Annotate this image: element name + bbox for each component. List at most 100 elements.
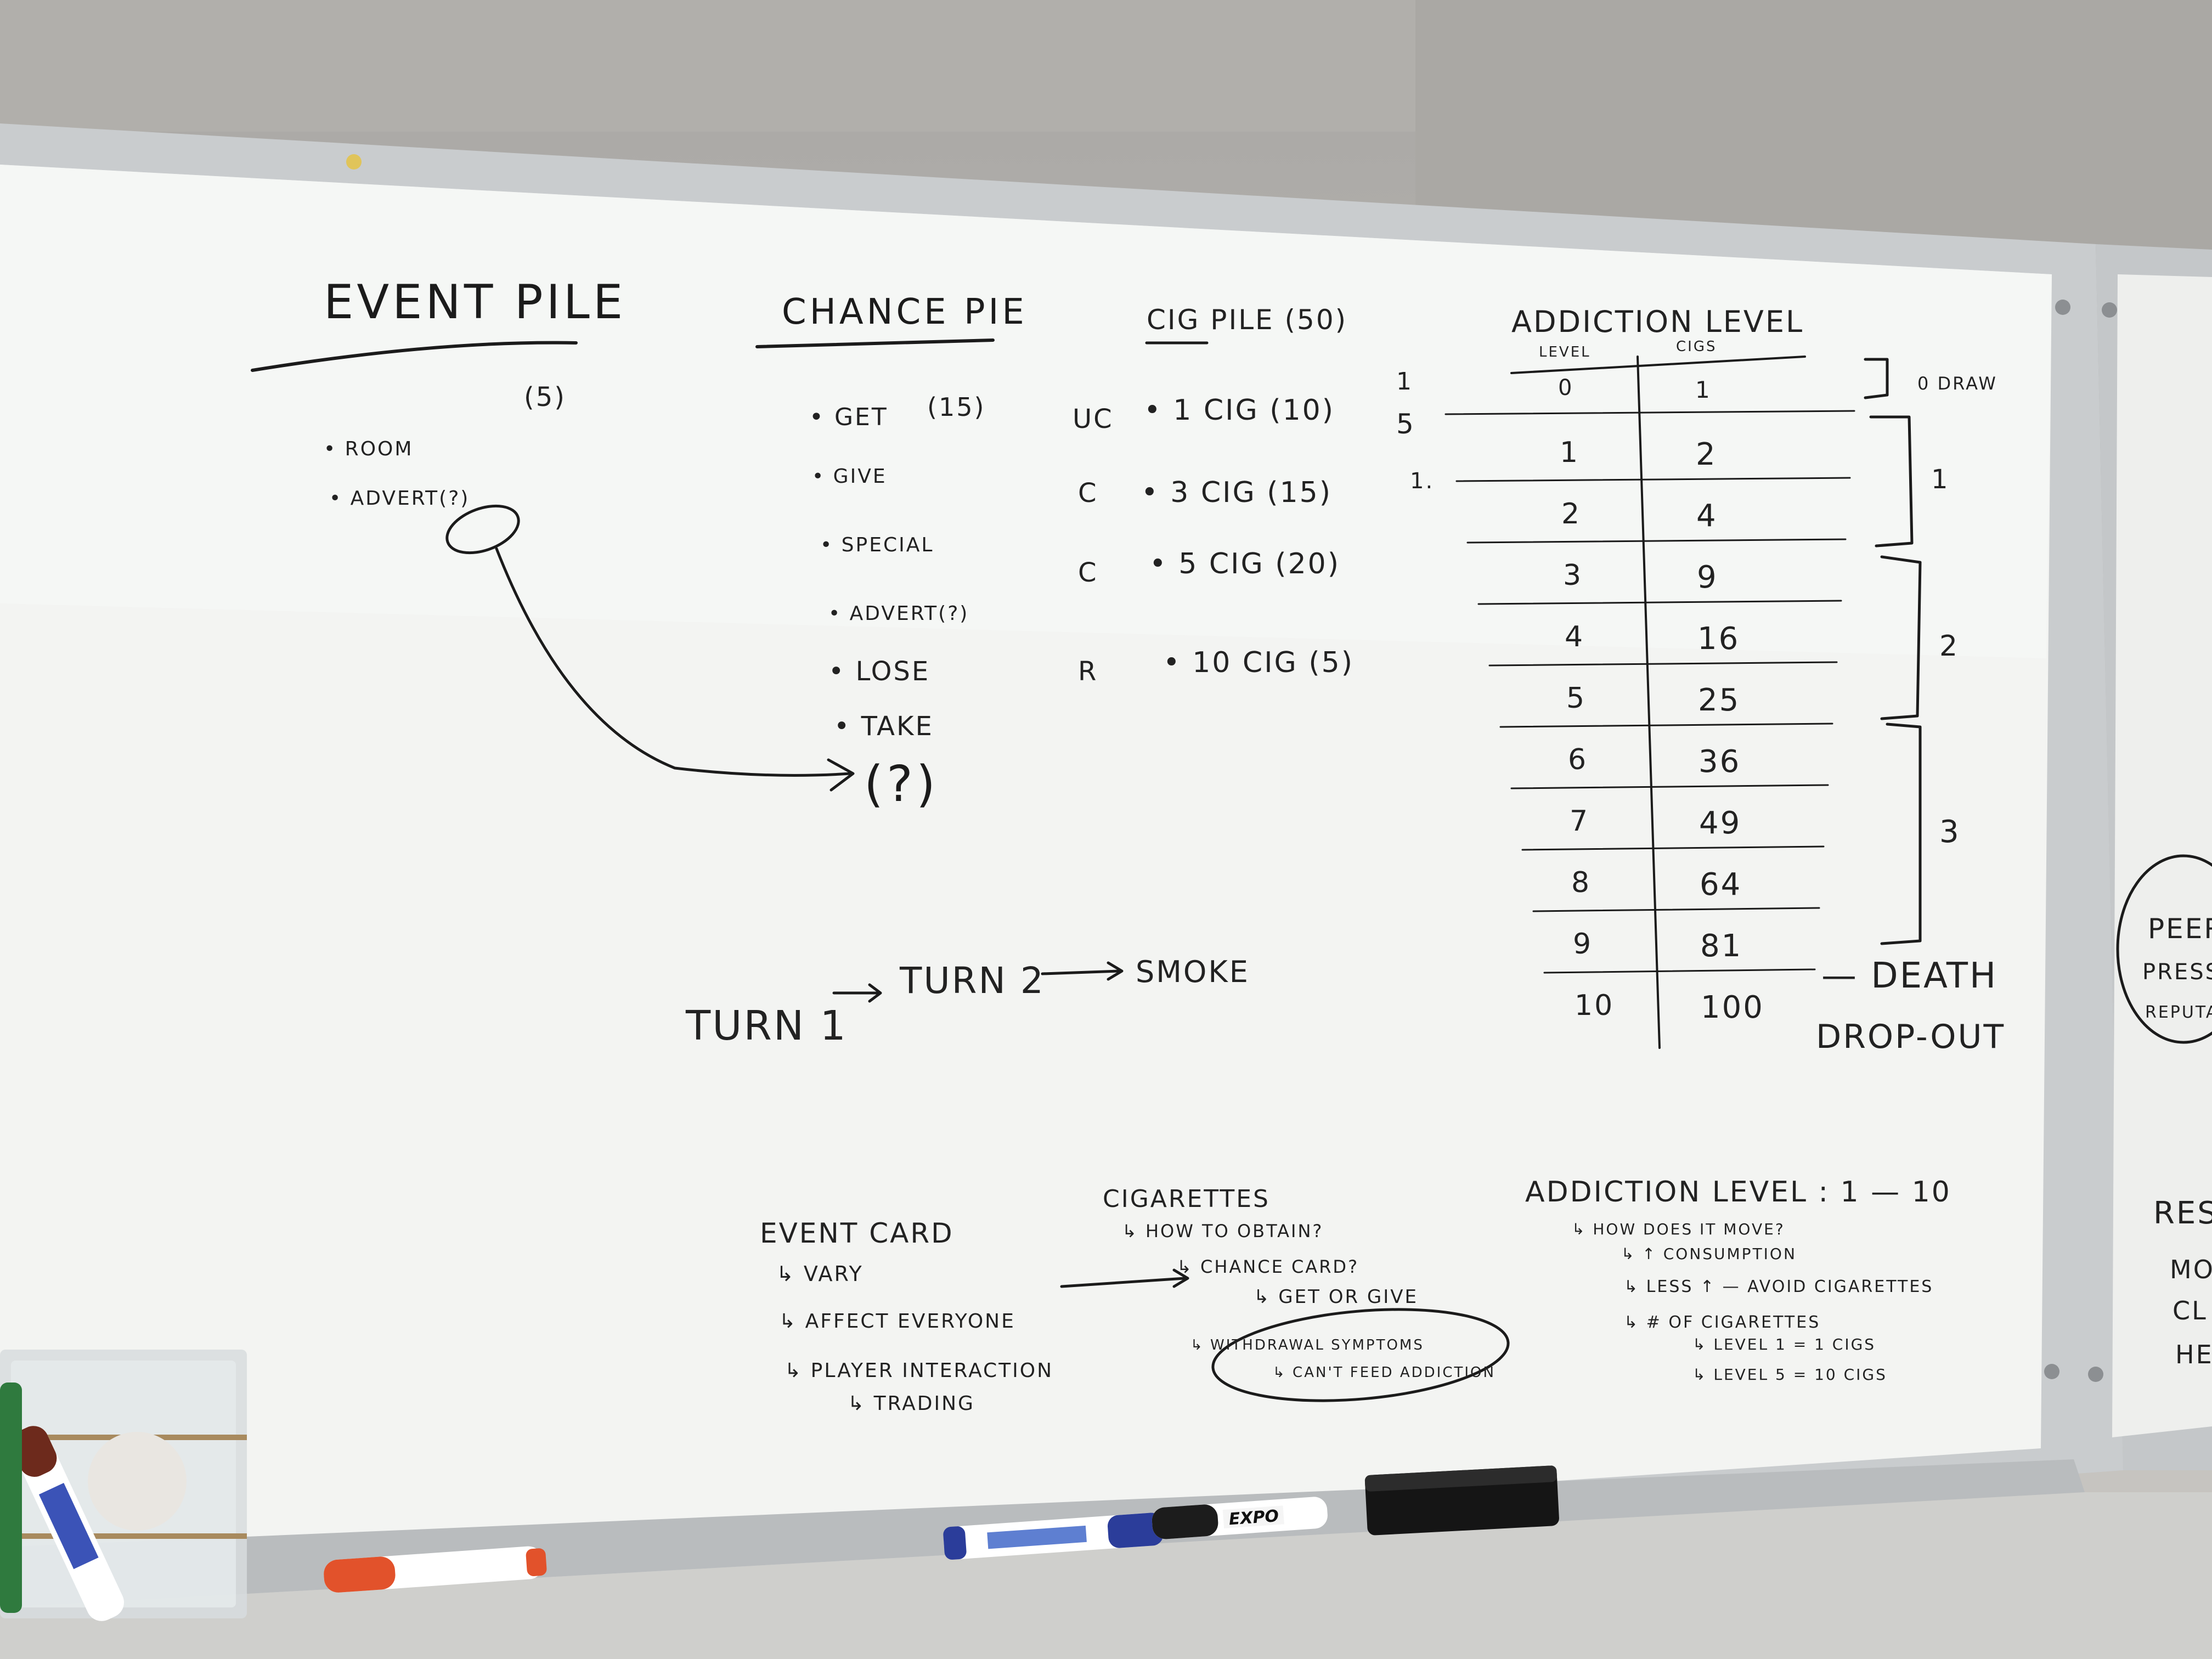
cig-rarity: C (1078, 557, 1098, 588)
cig-row: • 10 CIG (5) (1163, 646, 1354, 679)
marker-green[interactable] (0, 1383, 22, 1613)
bracket-label: 2 (1939, 630, 1959, 663)
right-board-notes: PEER PRESS REPUTA RES MO CL HE (2116, 854, 2212, 1369)
arrow-head (1107, 961, 1124, 981)
chance-pile-item: • ADVERT(?) (828, 602, 969, 625)
frame-screw (2102, 302, 2117, 318)
res-line: RES (2153, 1195, 2212, 1231)
marker-blue[interactable] (943, 1512, 1164, 1560)
eraser[interactable] (1364, 1465, 1559, 1536)
table-cigs-cell: 36 (1699, 744, 1741, 780)
event-pile-count: (5) (524, 382, 566, 413)
cig-margin-mark: 1 (1396, 368, 1413, 396)
event-card-title: EVENT CARD (760, 1217, 954, 1249)
cig-margin-mark: 1. (1410, 469, 1434, 494)
cigarettes-line: ↳ GET OR GIVE (1254, 1286, 1418, 1308)
bracket-2 (1880, 555, 1922, 720)
table-level-cell: 9 (1573, 928, 1593, 961)
event-pile-title: EVENT PILE (324, 275, 626, 330)
peer-circle (2116, 854, 2212, 1044)
table-row-rule (1477, 600, 1842, 605)
addiction-note-line: ↳ LEVEL 1 = 1 CIGS (1692, 1335, 1876, 1353)
chance-pile-item: • SPECIAL (820, 534, 934, 556)
addiction-note-line: ↳ LEVEL 5 = 10 CIGS (1692, 1365, 1887, 1384)
cig-row: • 1 CIG (10) (1144, 394, 1335, 427)
table-cigs-cell: 2 (1696, 437, 1717, 472)
table-row-rule (1444, 410, 1855, 415)
arrow-head (868, 983, 882, 1003)
marker-red[interactable] (323, 1545, 547, 1593)
turn-2-label: TURN 2 (899, 960, 1045, 1002)
fabric-wall-right (1415, 0, 2212, 252)
event-card-notes: EVENT CARD ↳ VARY ↳ AFFECT EVERYONE ↳ PL… (760, 1217, 1189, 1415)
table-cigs-cell: 1 (1695, 376, 1712, 403)
table-header-rule (1510, 356, 1806, 374)
event-card-line: ↳ PLAYER INTERACTION (785, 1359, 1053, 1382)
table-cigs-cell: 81 (1700, 928, 1742, 964)
table-level-cell: 1 (1560, 436, 1579, 469)
cigarettes-line: ↳ WITHDRAWAL SYMPTOMS (1190, 1337, 1424, 1353)
cigarettes-line: ↳ CAN'T FEED ADDICTION (1273, 1364, 1496, 1381)
addiction-col-cigs: CIGS (1676, 338, 1717, 355)
cig-margin-mark: 5 (1396, 408, 1415, 440)
res-line: CL (2172, 1296, 2208, 1325)
table-row-rule (1543, 968, 1816, 974)
chance-pile-item: • LOSE (828, 656, 930, 687)
right-board-surface (2112, 274, 2212, 1437)
cig-row: • 3 CIG (15) (1141, 476, 1332, 509)
turn-arrow (1041, 969, 1121, 975)
peer-line: REPUTA (2145, 1003, 2212, 1022)
table-row-rule (1510, 784, 1829, 789)
chance-pile-underline (755, 338, 995, 348)
desk-below (0, 1492, 2212, 1659)
table-level-cell: 6 (1568, 743, 1588, 776)
cig-pile-section: CIG PILE (50) UC • 1 CIG (10) C • 3 CIG … (1073, 304, 1434, 687)
bracket-label: 0 DRAW (1917, 373, 1997, 394)
turn-flow: TURN 1 TURN 2 SMOKE (685, 955, 1250, 1049)
frame-screw (2055, 300, 2070, 315)
cig-rarity: C (1078, 478, 1098, 509)
event-pile-item: • ROOM (324, 438, 413, 460)
marker-black[interactable]: EXPO (1151, 1496, 1328, 1540)
arrow-head (827, 758, 855, 792)
frame-screw (2044, 1364, 2059, 1379)
event-pile-underline (251, 341, 578, 372)
addiction-notes-title: ADDICTION LEVEL : 1 — 10 (1525, 1176, 1951, 1209)
addiction-col-level: LEVEL (1539, 344, 1591, 360)
addiction-note-line: ↳ ↑ CONSUMPTION (1621, 1245, 1797, 1263)
addiction-note-line: ↳ LESS ↑ — AVOID CIGARETTES (1624, 1277, 1933, 1296)
table-cigs-cell: 9 (1697, 560, 1718, 595)
peer-line: PRESS (2142, 960, 2212, 985)
peer-line: PEER (2148, 913, 2212, 945)
chance-pile-title: CHANCE PIE (782, 292, 1028, 332)
table-level-cell: 2 (1561, 498, 1581, 531)
table-level-cell: 0 (1558, 375, 1573, 400)
table-level-cell: 5 (1566, 682, 1586, 715)
death-label: — DEATH (1821, 956, 1997, 996)
addiction-note-line: ↳ # OF CIGARETTES (1624, 1313, 1820, 1332)
cig-rarity: UC (1073, 404, 1114, 435)
chance-pile-item: • GET (809, 403, 888, 431)
frame-screw (2088, 1367, 2103, 1382)
table-level-cell: 8 (1571, 866, 1591, 899)
addiction-table-title: ADDICTION LEVEL (1511, 304, 1804, 339)
bracket-3 (1880, 723, 1922, 945)
bracket-label: 1 (1931, 464, 1950, 495)
table-cigs-cell: 4 (1696, 498, 1718, 534)
res-line: HE (2175, 1340, 2212, 1369)
table-column-divider (1637, 356, 1661, 1049)
table-level-cell: 10 (1575, 989, 1614, 1022)
smoke-label: SMOKE (1136, 955, 1250, 989)
event-card-line: ↳ TRADING (848, 1392, 975, 1415)
table-level-cell: 4 (1565, 620, 1584, 653)
advert-circle (445, 504, 520, 555)
table-level-cell: 7 (1570, 805, 1589, 838)
chance-pile-question: (?) (864, 755, 939, 813)
table-cigs-cell: 49 (1699, 805, 1741, 841)
marker-brown[interactable] (6, 1421, 129, 1626)
table-row-rule (1455, 477, 1851, 482)
cigarettes-notes: CIGARETTES ↳ HOW TO OBTAIN? ↳ CHANCE CAR… (1103, 1185, 1510, 1402)
cig-pile-title: CIG PILE (50) (1147, 304, 1347, 336)
